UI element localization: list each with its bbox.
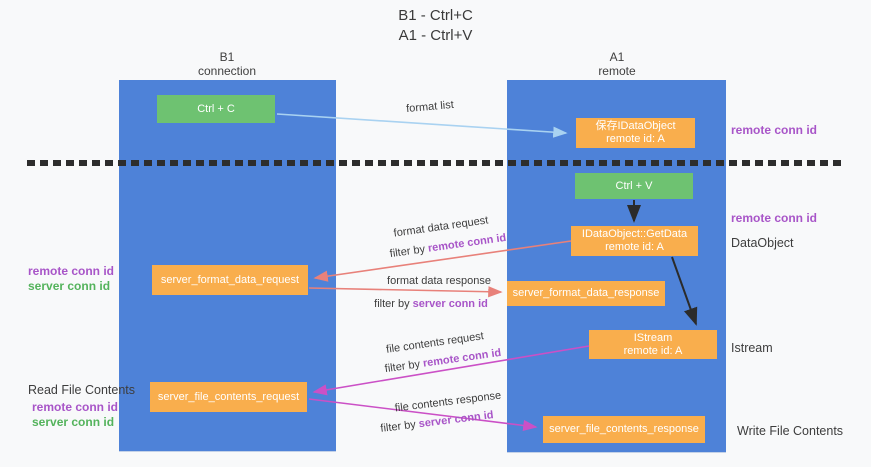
box-server-format-data-request: server_format_data_request (152, 265, 308, 295)
lifeline-a1-role: remote (598, 64, 636, 78)
label-istream: Istream (731, 341, 773, 355)
lifeline-b1-name: B1 (219, 50, 235, 64)
box-ctrl-v: Ctrl + V (575, 173, 693, 199)
label-format-data-request: format data request (392, 214, 490, 240)
box-save-idataobject-line1: 保存IDataObject (595, 120, 676, 132)
box-server-format-data-response: server_format_data_response (507, 281, 665, 306)
filter-key-server-conn-id: server conn id (412, 298, 488, 310)
box-idataobject-getdata: IDataObject::GetData remote id: A (571, 226, 698, 256)
filter-by-text: filter by (379, 418, 420, 435)
box-save-idataobject: 保存IDataObject remote id: A (576, 118, 695, 148)
filter-key-remote-conn-id: remote conn id (422, 346, 502, 370)
filter-by-text: filter by (374, 298, 413, 310)
label-filter-format-response: filter by server conn id (372, 298, 490, 310)
label-filter-file-response: filter by server conn id (376, 409, 499, 436)
label-dataobject: DataObject (731, 236, 794, 250)
lifeline-header-a1: A1 remote (547, 50, 687, 78)
filter-key-remote-conn-id: remote conn id (427, 231, 507, 255)
box-istream-line1: IStream (633, 331, 673, 344)
label-remote-conn-id-left-mid: remote conn id (28, 264, 115, 278)
box-istream: IStream remote id: A (589, 330, 717, 359)
filter-by-text: filter by (389, 242, 429, 261)
box-server-file-contents-request: server_file_contents_request (150, 382, 307, 412)
label-remote-conn-id-top-right: remote conn id (731, 123, 818, 137)
box-idataobject-getdata-line1: IDataObject::GetData (581, 228, 688, 240)
label-remote-conn-id-left-bottom: remote conn id (32, 400, 119, 414)
label-remote-conn-id-mid-right: remote conn id (731, 211, 818, 225)
label-format-list: format list (405, 98, 455, 116)
box-istream-line2: remote id: A (623, 344, 683, 357)
lifeline-header-b1: B1 connection (157, 50, 297, 78)
lifeline-b1-role: connection (197, 64, 257, 78)
label-filter-format-request: filter by remote conn id (381, 231, 515, 262)
box-idataobject-getdata-line2: remote id: A (605, 241, 664, 253)
label-server-conn-id-left-bottom: server conn id (32, 415, 115, 429)
diagram-title-line2: A1 - Ctrl+V (398, 27, 473, 44)
arrow-file-contents-response (308, 398, 538, 431)
diagram-title-line1: B1 - Ctrl+C (398, 7, 473, 24)
box-server-file-contents-response: server_file_contents_response (543, 416, 705, 443)
filter-by-text: filter by (384, 357, 424, 376)
phase-separator-dashed-line (27, 160, 845, 166)
arrow-format-data-response (308, 286, 503, 298)
label-server-conn-id-left-mid: server conn id (28, 279, 111, 293)
box-save-idataobject-line2: remote id: A (606, 133, 665, 145)
label-write-file-contents: Write File Contents (737, 424, 844, 438)
filter-key-server-conn-id: server conn id (418, 409, 495, 431)
lifeline-a1-name: A1 (609, 50, 625, 64)
box-ctrl-c: Ctrl + C (157, 95, 275, 123)
label-filter-file-request: filter by remote conn id (378, 346, 508, 376)
label-format-data-response: format data response (387, 275, 491, 287)
label-file-contents-request: file contents request (385, 330, 485, 356)
label-file-contents-response: file contents response (394, 389, 502, 415)
